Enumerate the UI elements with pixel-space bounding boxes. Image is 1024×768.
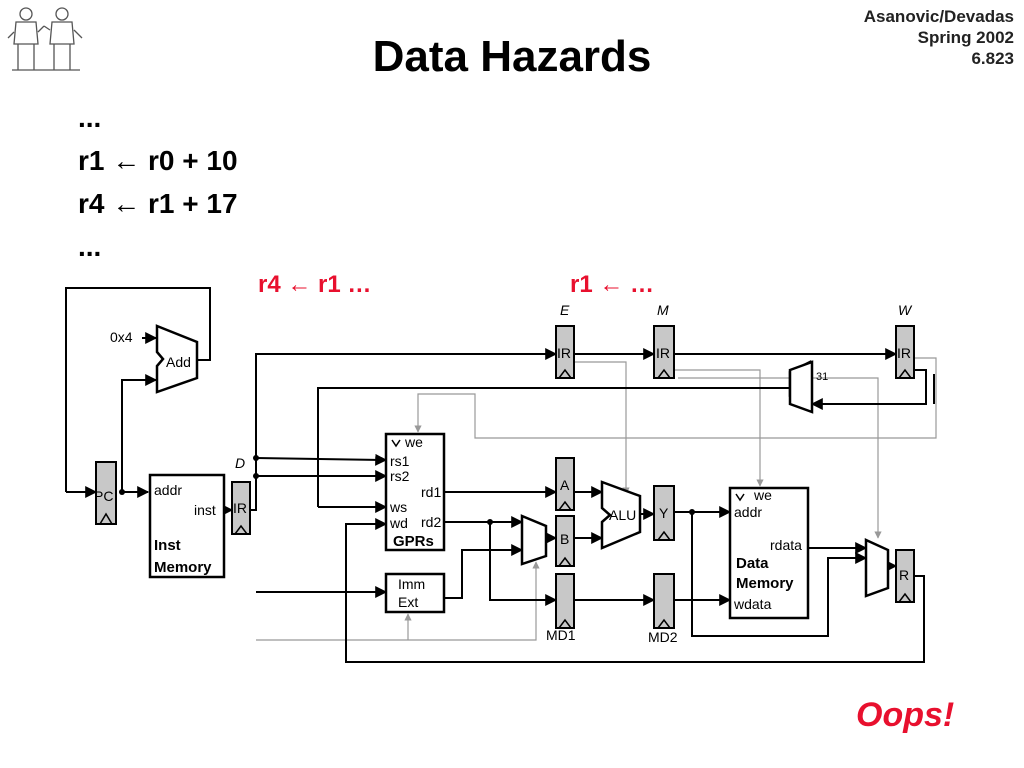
- writeback-mux: [864, 538, 890, 598]
- course-line-term: Spring 2002: [917, 28, 1014, 47]
- operand-b-mux: [520, 514, 548, 566]
- course-line-number: 6.823: [971, 49, 1014, 68]
- code-line: r4 ← r1 + 17: [78, 188, 238, 219]
- code-line: r1 ← r0 + 10: [78, 145, 238, 176]
- stage-label-d: D: [235, 455, 245, 471]
- const-four-label: 0x4: [110, 329, 133, 345]
- alu: ALU: [600, 480, 642, 550]
- immediate-extend: Imm Ext: [384, 572, 446, 614]
- data-memory: we addr rdata Data Memory wdata: [728, 486, 810, 620]
- dm-addr-label: addr: [734, 504, 762, 520]
- writeback-ir-label: IR: [897, 345, 911, 361]
- inst-mem-addr-label: addr: [154, 482, 182, 498]
- dm-label-2: Memory: [736, 575, 794, 592]
- memory-stage-registers: Y MD2 IR: [648, 325, 678, 645]
- dm-wdata-label: wdata: [733, 596, 772, 612]
- a-register-label: A: [560, 477, 570, 493]
- gpr-wd-label: wd: [389, 515, 408, 531]
- r-register: R: [895, 549, 915, 603]
- gpr-rs1-label: rs1: [390, 453, 410, 469]
- y-register-label: Y: [659, 505, 669, 521]
- oops-callout: Oops!: [856, 696, 955, 734]
- execute-instruction-label: r1 ← …: [570, 271, 654, 298]
- imm-label-2: Ext: [398, 594, 418, 610]
- dm-rdata-label: rdata: [770, 537, 802, 553]
- alu-label: ALU: [609, 507, 636, 523]
- inst-mem-label-1: Inst: [154, 537, 181, 554]
- stage-label-m: M: [657, 302, 669, 318]
- b-register-label: B: [560, 531, 569, 547]
- code-line: ...: [78, 231, 102, 262]
- add-label: Add: [166, 354, 191, 370]
- course-info: Asanovic/Devadas Spring 2002 6.823: [864, 6, 1014, 69]
- md1-label: MD1: [546, 627, 576, 643]
- r-register-label: R: [899, 567, 909, 583]
- md2-label: MD2: [648, 629, 678, 645]
- dm-we-label: we: [753, 487, 772, 503]
- inst-mem-inst-label: inst: [194, 502, 216, 518]
- pc-register: PC: [94, 461, 117, 525]
- execute-ir-register: IR: [555, 325, 575, 379]
- slide-title: Data Hazards: [372, 32, 652, 81]
- memory-ir-label: IR: [656, 345, 670, 361]
- gpr-rd2-label: rd2: [421, 514, 441, 530]
- course-line-authors: Asanovic/Devadas: [863, 7, 1014, 26]
- instruction-memory: addr inst Inst Memory: [148, 473, 226, 579]
- imm-label-1: Imm: [398, 576, 425, 592]
- execute-ir-label: IR: [557, 345, 571, 361]
- const-31-label: 31: [816, 371, 828, 383]
- stage-label-w: W: [898, 302, 913, 318]
- pc-label: PC: [94, 488, 113, 504]
- code-listing: ... r1 ← r0 + 10 r4 ← r1 + 17 ...: [78, 96, 238, 268]
- gray-control-wires: [256, 357, 937, 641]
- pc-adder: Add: [155, 324, 199, 394]
- datapath-wires: [65, 287, 935, 663]
- code-line: ...: [78, 102, 102, 133]
- gpr-register-file: we rs1 rs2 ws wd rd1 rd2 GPRs: [384, 432, 446, 552]
- gpr-rd1-label: rd1: [421, 484, 441, 500]
- decode-instruction-label: r4 ← r1 …: [258, 271, 371, 298]
- writeback-ir-register: IR: [895, 325, 915, 379]
- gpr-label: GPRs: [393, 533, 434, 550]
- decode-ir-register: IR: [231, 481, 251, 535]
- mit-figures-logo: [7, 7, 83, 71]
- decode-ir-label: IR: [233, 500, 247, 516]
- inst-mem-label-2: Memory: [154, 559, 212, 576]
- stage-label-e: E: [560, 302, 570, 318]
- gpr-we-label: we: [404, 434, 423, 450]
- execute-registers: A B MD1: [546, 457, 576, 643]
- dest-register-mux: 31: [788, 359, 828, 414]
- wire-junction-dots: [119, 455, 695, 525]
- gpr-ws-label: ws: [389, 499, 407, 515]
- dm-label-1: Data: [736, 555, 769, 572]
- gpr-rs2-label: rs2: [390, 468, 410, 484]
